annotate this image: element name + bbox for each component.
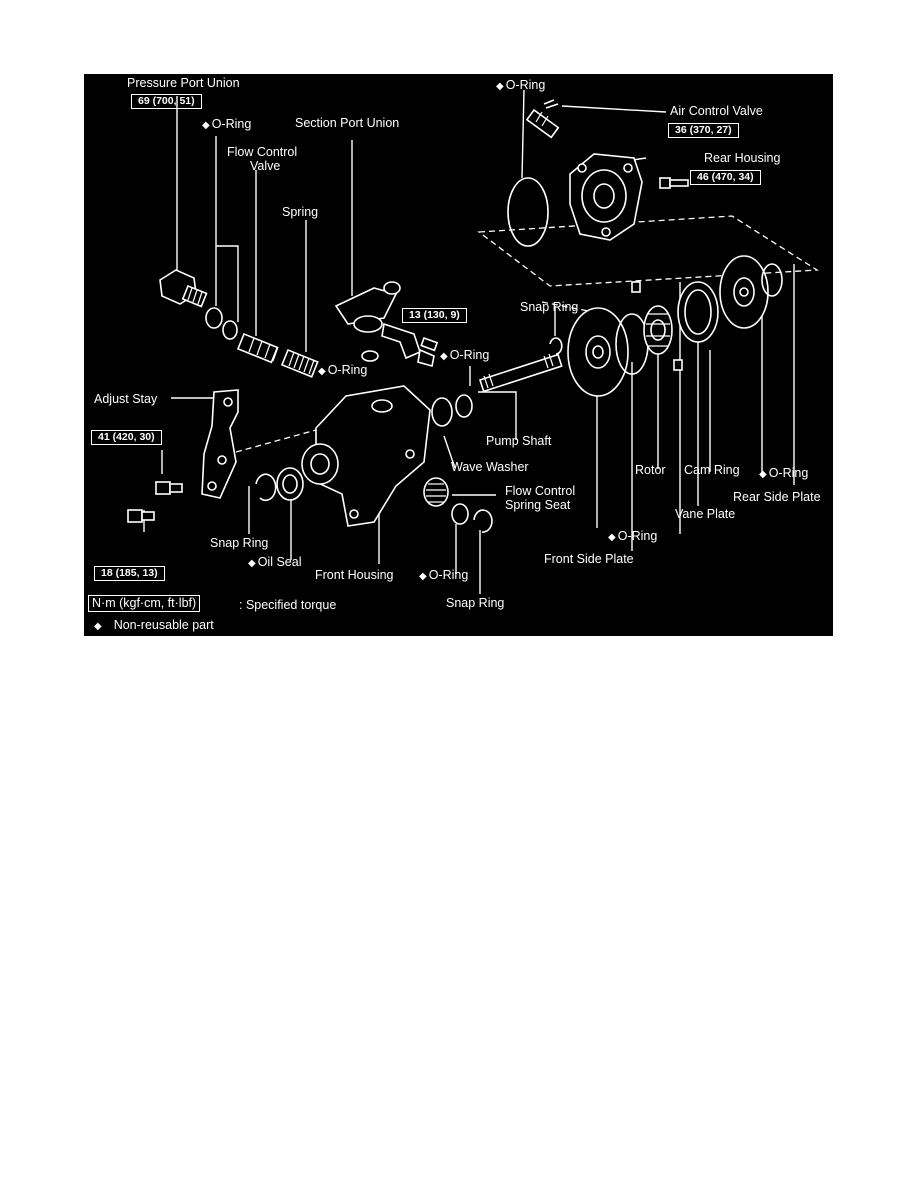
lower-bolt-part: [127, 509, 155, 523]
label-oring-bottom: ◆O-Ring: [419, 568, 469, 582]
label-oil-seal: ◆Oil Seal: [248, 555, 302, 569]
section-bracket-part: [381, 322, 439, 368]
label-snap-ring-bottom: Snap Ring: [446, 596, 505, 610]
torque-pressure-port-union: 69 (700, 51): [131, 94, 202, 109]
label-air-control-valve: Air Control Valve: [670, 104, 763, 118]
section-port-union-part: [334, 281, 401, 333]
diagram-artwork: [127, 89, 820, 594]
pressure-oring-part: [205, 307, 223, 329]
torque-adjust-stay-bolt: 41 (420, 30): [91, 430, 162, 445]
snap-ring-bottom-part: [473, 509, 493, 533]
flow-oring-part: [222, 320, 238, 340]
rear-housing-bolt-part: [659, 177, 689, 189]
diamond-icon: ◆: [440, 351, 448, 362]
rear-assembly-dashed-outline: [477, 215, 820, 287]
label-oring-front-side: ◆O-Ring: [608, 529, 658, 543]
snap-ring-left-part: [255, 473, 277, 502]
label-snap-ring-top: Snap Ring: [520, 300, 579, 314]
snap-ring-top-part: [549, 337, 563, 355]
flow-control-spring-seat-part: [423, 477, 449, 507]
diamond-icon: ◆: [94, 621, 102, 632]
air-control-valve-part: [525, 99, 560, 139]
label-section-port-union: Section Port Union: [295, 116, 400, 130]
adjust-stay-dashed-line: [235, 429, 317, 453]
pump-shaft-part: [478, 353, 563, 393]
wave-washer-part: [431, 397, 453, 427]
label-cam-ring: Cam Ring: [684, 463, 740, 477]
section-oring-part: [361, 350, 379, 362]
diamond-icon: ◆: [202, 120, 210, 131]
cam-ring-part: [677, 281, 719, 343]
rotor-part: [643, 305, 673, 355]
label-front-housing: Front Housing: [315, 568, 394, 582]
label-adjust-stay: Adjust Stay: [94, 392, 158, 406]
oil-seal-part: [276, 467, 304, 501]
pressure-port-union-part: [159, 269, 208, 308]
rear-housing-part: [569, 153, 643, 241]
label-oring-top: ◆O-Ring: [496, 78, 546, 92]
adjust-stay-part: [201, 389, 239, 499]
label-oring-rear: ◆O-Ring: [759, 466, 809, 480]
label-vane-plate: Vane Plate: [675, 507, 736, 521]
adjust-stay-bolt-part: [155, 481, 183, 495]
front-housing-part: [301, 385, 431, 527]
diamond-icon: ◆: [608, 532, 616, 543]
label-rotor: Rotor: [635, 463, 666, 477]
legend-torque-units: N·m (kgf·cm, ft·lbf): [88, 595, 201, 612]
label-rear-side-plate: Rear Side Plate: [733, 490, 821, 504]
flow-control-valve-part: [236, 332, 279, 364]
diamond-icon: ◆: [419, 571, 427, 582]
torque-section-port-union: 13 (130, 9): [402, 308, 467, 323]
front-side-plate-part: [567, 307, 629, 397]
rear-oring-part: [761, 263, 783, 297]
diamond-icon: ◆: [496, 81, 504, 92]
label-pump-shaft: Pump Shaft: [486, 434, 552, 448]
label-snap-ring-left: Snap Ring: [210, 536, 269, 550]
vane-plate-part: [673, 359, 683, 371]
rear-side-plate-part: [719, 255, 769, 329]
rear-housing-oring-part: [507, 177, 549, 247]
label-spring: Spring: [282, 205, 319, 219]
torque-air-control-valve: 36 (370, 27): [668, 123, 739, 138]
label-front-side-plate: Front Side Plate: [544, 552, 634, 566]
label-pressure-port-union: Pressure Port Union: [127, 76, 240, 90]
legend-nonreusable: ◆Non-reusable part: [94, 618, 214, 632]
diamond-icon: ◆: [318, 366, 326, 377]
label-oring-1: ◆O-Ring: [202, 117, 252, 131]
shaft-oring-part: [455, 394, 473, 418]
label-wave-washer: Wave Washer: [451, 460, 529, 474]
label-oring-shaft: ◆O-Ring: [440, 348, 490, 362]
vane-top-part: [631, 281, 641, 293]
bottom-oring-part: [451, 503, 469, 525]
label-oring-mid: ◆O-Ring: [318, 363, 368, 377]
diamond-icon: ◆: [248, 558, 256, 569]
label-rear-housing: Rear Housing: [704, 151, 781, 165]
pump-exploded-diagram: Pressure Port Union 69 (700, 51) ◆O-Ring…: [84, 74, 833, 636]
torque-lower-bolt: 18 (185, 13): [94, 566, 165, 581]
spring-part: [280, 348, 319, 378]
torque-rear-housing: 46 (470, 34): [690, 170, 761, 185]
legend-torque-text: : Specified torque: [239, 598, 337, 612]
diamond-icon: ◆: [759, 469, 767, 480]
